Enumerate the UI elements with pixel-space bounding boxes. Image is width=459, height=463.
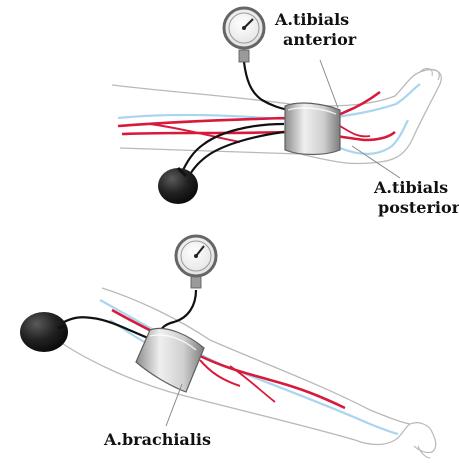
label-tibialis-anterior-line1: A.tibials <box>275 10 356 30</box>
leg-outline <box>112 70 441 164</box>
leader-line-anterior <box>320 60 338 108</box>
leader-line-posterior <box>352 146 400 178</box>
inflation-bulb-icon <box>20 312 68 352</box>
label-tibialis-posterior-line1: A.tibials <box>360 178 459 198</box>
arm-illustration <box>20 236 436 458</box>
leg-artery-branch <box>340 126 370 136</box>
pressure-cuff-icon <box>285 103 340 154</box>
inflation-bulb-icon <box>158 168 198 204</box>
pressure-gauge-icon <box>176 236 216 288</box>
label-brachialis: A.brachialis <box>104 430 211 450</box>
tibialis-anterior-artery <box>118 92 380 126</box>
pressure-cuff-icon <box>136 328 204 392</box>
label-tibialis-anterior: A.tibials anterior <box>275 10 356 50</box>
hand-outline <box>395 423 436 458</box>
label-tibialis-posterior: A.tibials posterior <box>360 178 459 218</box>
label-tibialis-posterior-line2: posterior <box>360 198 459 218</box>
pressure-gauge-icon <box>224 8 264 62</box>
leader-line-brachialis <box>166 384 182 426</box>
bulb-tube <box>188 132 284 178</box>
label-tibialis-anterior-line2: anterior <box>275 30 356 50</box>
